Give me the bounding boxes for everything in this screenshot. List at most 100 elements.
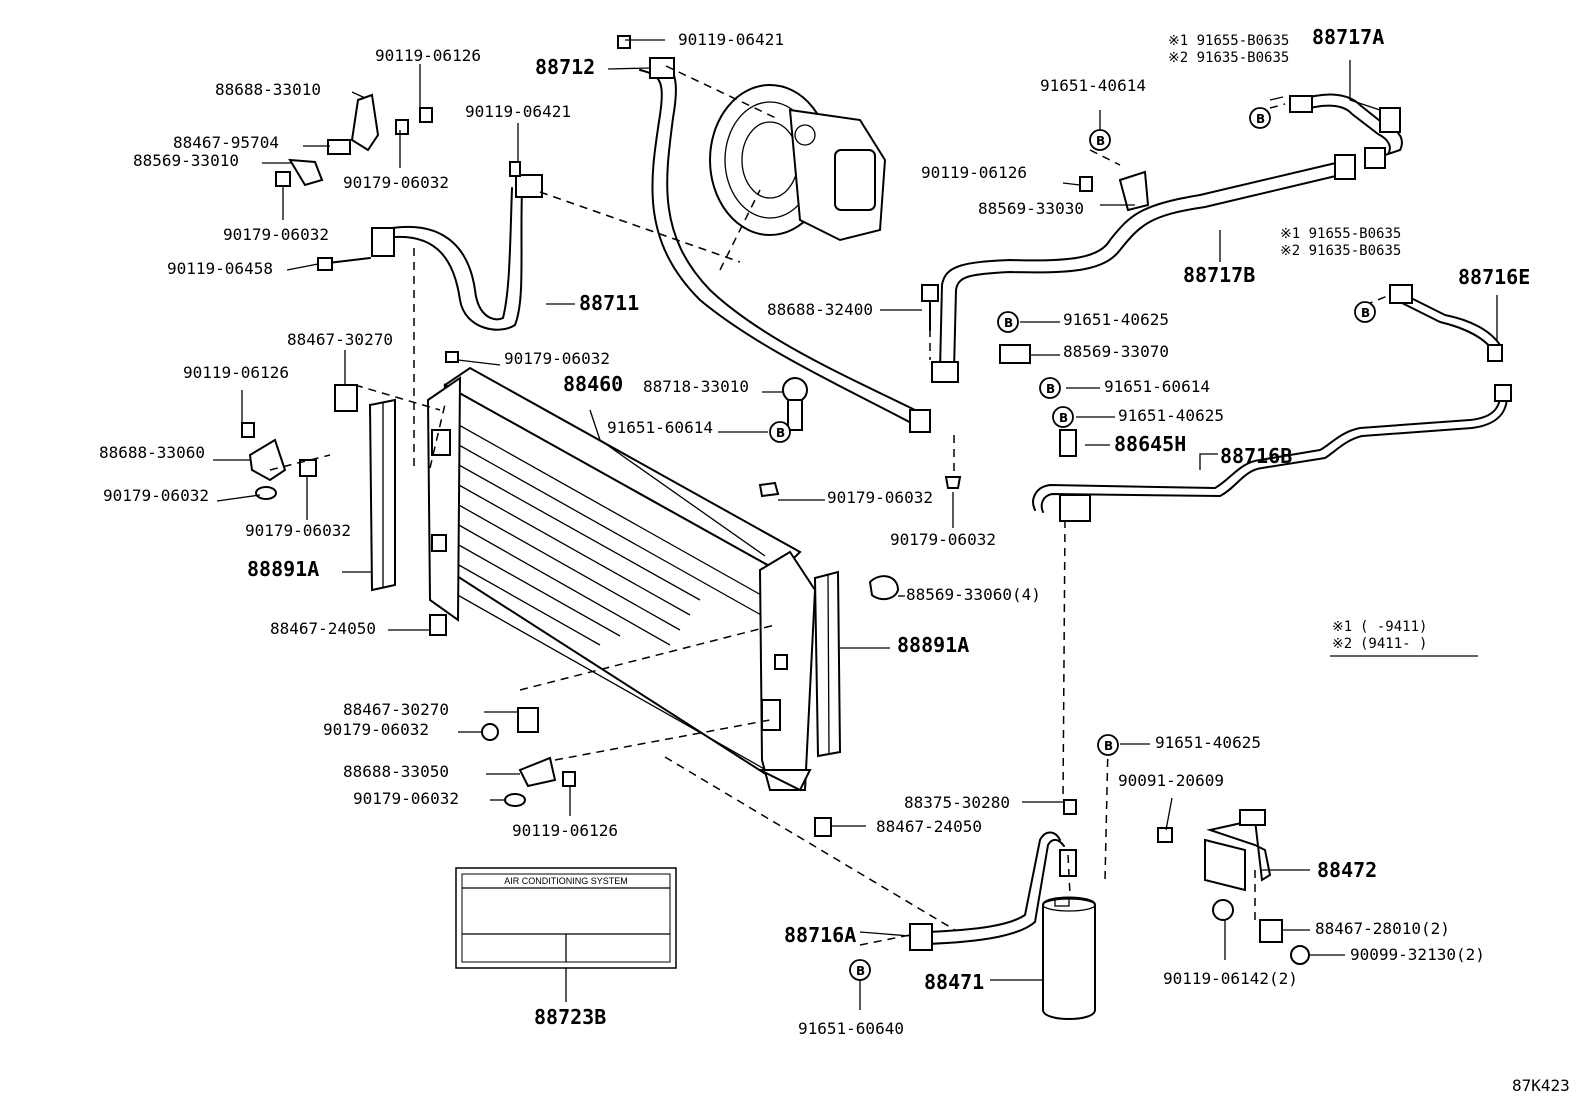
b-mark-icons: B B B B B B B B B [769,107,1376,981]
label-91655-B0635: ※1 91655-B0635 [1280,226,1401,242]
b-mark-icon: B [1089,129,1111,151]
label-88467-24050: 88467-24050 [270,619,376,638]
b-mark-icon: B [1249,107,1271,129]
label-90179-06032: 90179-06032 [245,521,351,540]
label-88717A: 88717A [1312,25,1384,49]
label-88716A: 88716A [784,923,856,947]
label-88472: 88472 [1317,858,1377,882]
label-90179-06032: 90179-06032 [343,173,449,192]
label-88688-32400: 88688-32400 [767,300,873,319]
svg-text:B: B [1256,112,1265,126]
label-90119-06126: 90119-06126 [183,363,289,382]
ac-system-nameplate: AIR CONDITIONING SYSTEM [455,867,677,1002]
label-91655-B0635: ※1 91655-B0635 [1168,33,1289,49]
label-90119-06126: 90119-06126 [375,46,481,65]
b-mark-icon: B [769,421,791,443]
small-hardware [241,35,1310,965]
label-88467-24050: 88467-24050 [876,817,982,836]
bracket-88472 [1204,809,1272,892]
seal-88891A-left [368,398,396,592]
label-88460: 88460 [563,372,623,396]
condenser-88460 [426,366,817,792]
svg-text:B: B [1059,411,1068,425]
b-mark-icon: B [1354,301,1376,323]
label-88569-33060: 88569-33060(4) [906,585,1041,604]
label-88711: 88711 [579,291,639,315]
pipe-88716B [1032,384,1512,522]
b-mark-icon: B [1039,377,1061,399]
label-90099-32130: 90099-32130(2) [1350,945,1485,964]
seal-88891A-right [813,570,842,758]
label-90179-06032: 90179-06032 [353,789,459,808]
b-mark-icon: B [997,311,1019,333]
label-90179-06032: 90179-06032 [103,486,209,505]
pipe-88717B [931,154,1356,383]
label-91651-40614: 91651-40614 [1040,76,1146,95]
svg-text:B: B [856,964,865,978]
svg-text:B: B [1104,739,1113,753]
b-mark-icon: B [1097,734,1119,756]
label-90179-06032: 90179-06032 [223,225,329,244]
label-88712: 88712 [535,55,595,79]
label-90119-06126: 90119-06126 [921,163,1027,182]
part-labels: 90119-06126 88688-33010 88467-95704 8856… [99,25,1530,1038]
label-91651-60640: 91651-60640 [798,1019,904,1038]
label-88467-30270: 88467-30270 [343,700,449,719]
label-88471: 88471 [924,970,984,994]
legend-mark-2: ※2 [1332,636,1352,652]
legend-mark-1: ※1 [1332,619,1352,635]
b-mark-icon: B [1052,406,1074,428]
label-91651-40625: 91651-40625 [1155,733,1261,752]
label-88717B: 88717B [1183,263,1255,287]
nameplate-title: AIR CONDITIONING SYSTEM [504,876,628,886]
label-90119-06458: 90119-06458 [167,259,273,278]
compressor [709,84,887,242]
svg-text:B: B [1096,134,1105,148]
leader-lines [213,39,1498,1010]
label-88467-30270: 88467-30270 [287,330,393,349]
b-mark-icon: B [849,959,871,981]
label-90179-06032: 90179-06032 [323,720,429,739]
label-88723B: 88723B [534,1005,606,1029]
label-91635-B0635: ※2 91635-B0635 [1280,243,1401,259]
label-91651-60614: 91651-60614 [607,418,713,437]
label-88891A: 88891A [247,557,319,581]
label-91651-60614: 91651-60614 [1104,377,1210,396]
label-91651-40625: 91651-40625 [1118,406,1224,425]
label-90119-06421: 90119-06421 [678,30,784,49]
svg-text:B: B [776,426,785,440]
label-90091-20609: 90091-20609 [1118,771,1224,790]
label-90119-06421: 90119-06421 [465,102,571,121]
legend-range-2: (9411- ) [1360,636,1427,652]
assembly-dashed-lines [269,65,1391,946]
label-88375-30280: 88375-30280 [904,793,1010,812]
label-90179-06032: 90179-06032 [890,530,996,549]
label-88569-33070: 88569-33070 [1063,342,1169,361]
label-91635-B0635: ※2 91635-B0635 [1168,50,1289,66]
discharge-hose-88711 [371,174,543,331]
receiver-drier-88471 [1042,896,1096,1020]
illustration-code: 87K423 [1512,1076,1570,1095]
pipe-88716A [909,831,1077,951]
label-88645H: 88645H [1114,432,1186,456]
label-88467-28010: 88467-28010(2) [1315,919,1450,938]
label-88569-33030: 88569-33030 [978,199,1084,218]
label-90179-06032: 90179-06032 [827,488,933,507]
label-88891A: 88891A [897,633,969,657]
label-88716E: 88716E [1458,265,1530,289]
label-91651-40625: 91651-40625 [1063,310,1169,329]
label-88688-33010: 88688-33010 [215,80,321,99]
label-88716B: 88716B [1220,444,1292,468]
label-88467-95704: 88467-95704 [173,133,279,152]
label-88718-33010: 88718-33010 [643,377,749,396]
label-90119-06126: 90119-06126 [512,821,618,840]
label-90179-06032: 90179-06032 [504,349,610,368]
svg-text:B: B [1004,316,1013,330]
label-88688-33060: 88688-33060 [99,443,205,462]
pipe-88717A [1289,93,1403,169]
label-88688-33050: 88688-33050 [343,762,449,781]
svg-text:B: B [1046,382,1055,396]
legend-range-1: ( -9411) [1360,619,1427,635]
label-90119-06142: 90119-06142(2) [1163,969,1298,988]
